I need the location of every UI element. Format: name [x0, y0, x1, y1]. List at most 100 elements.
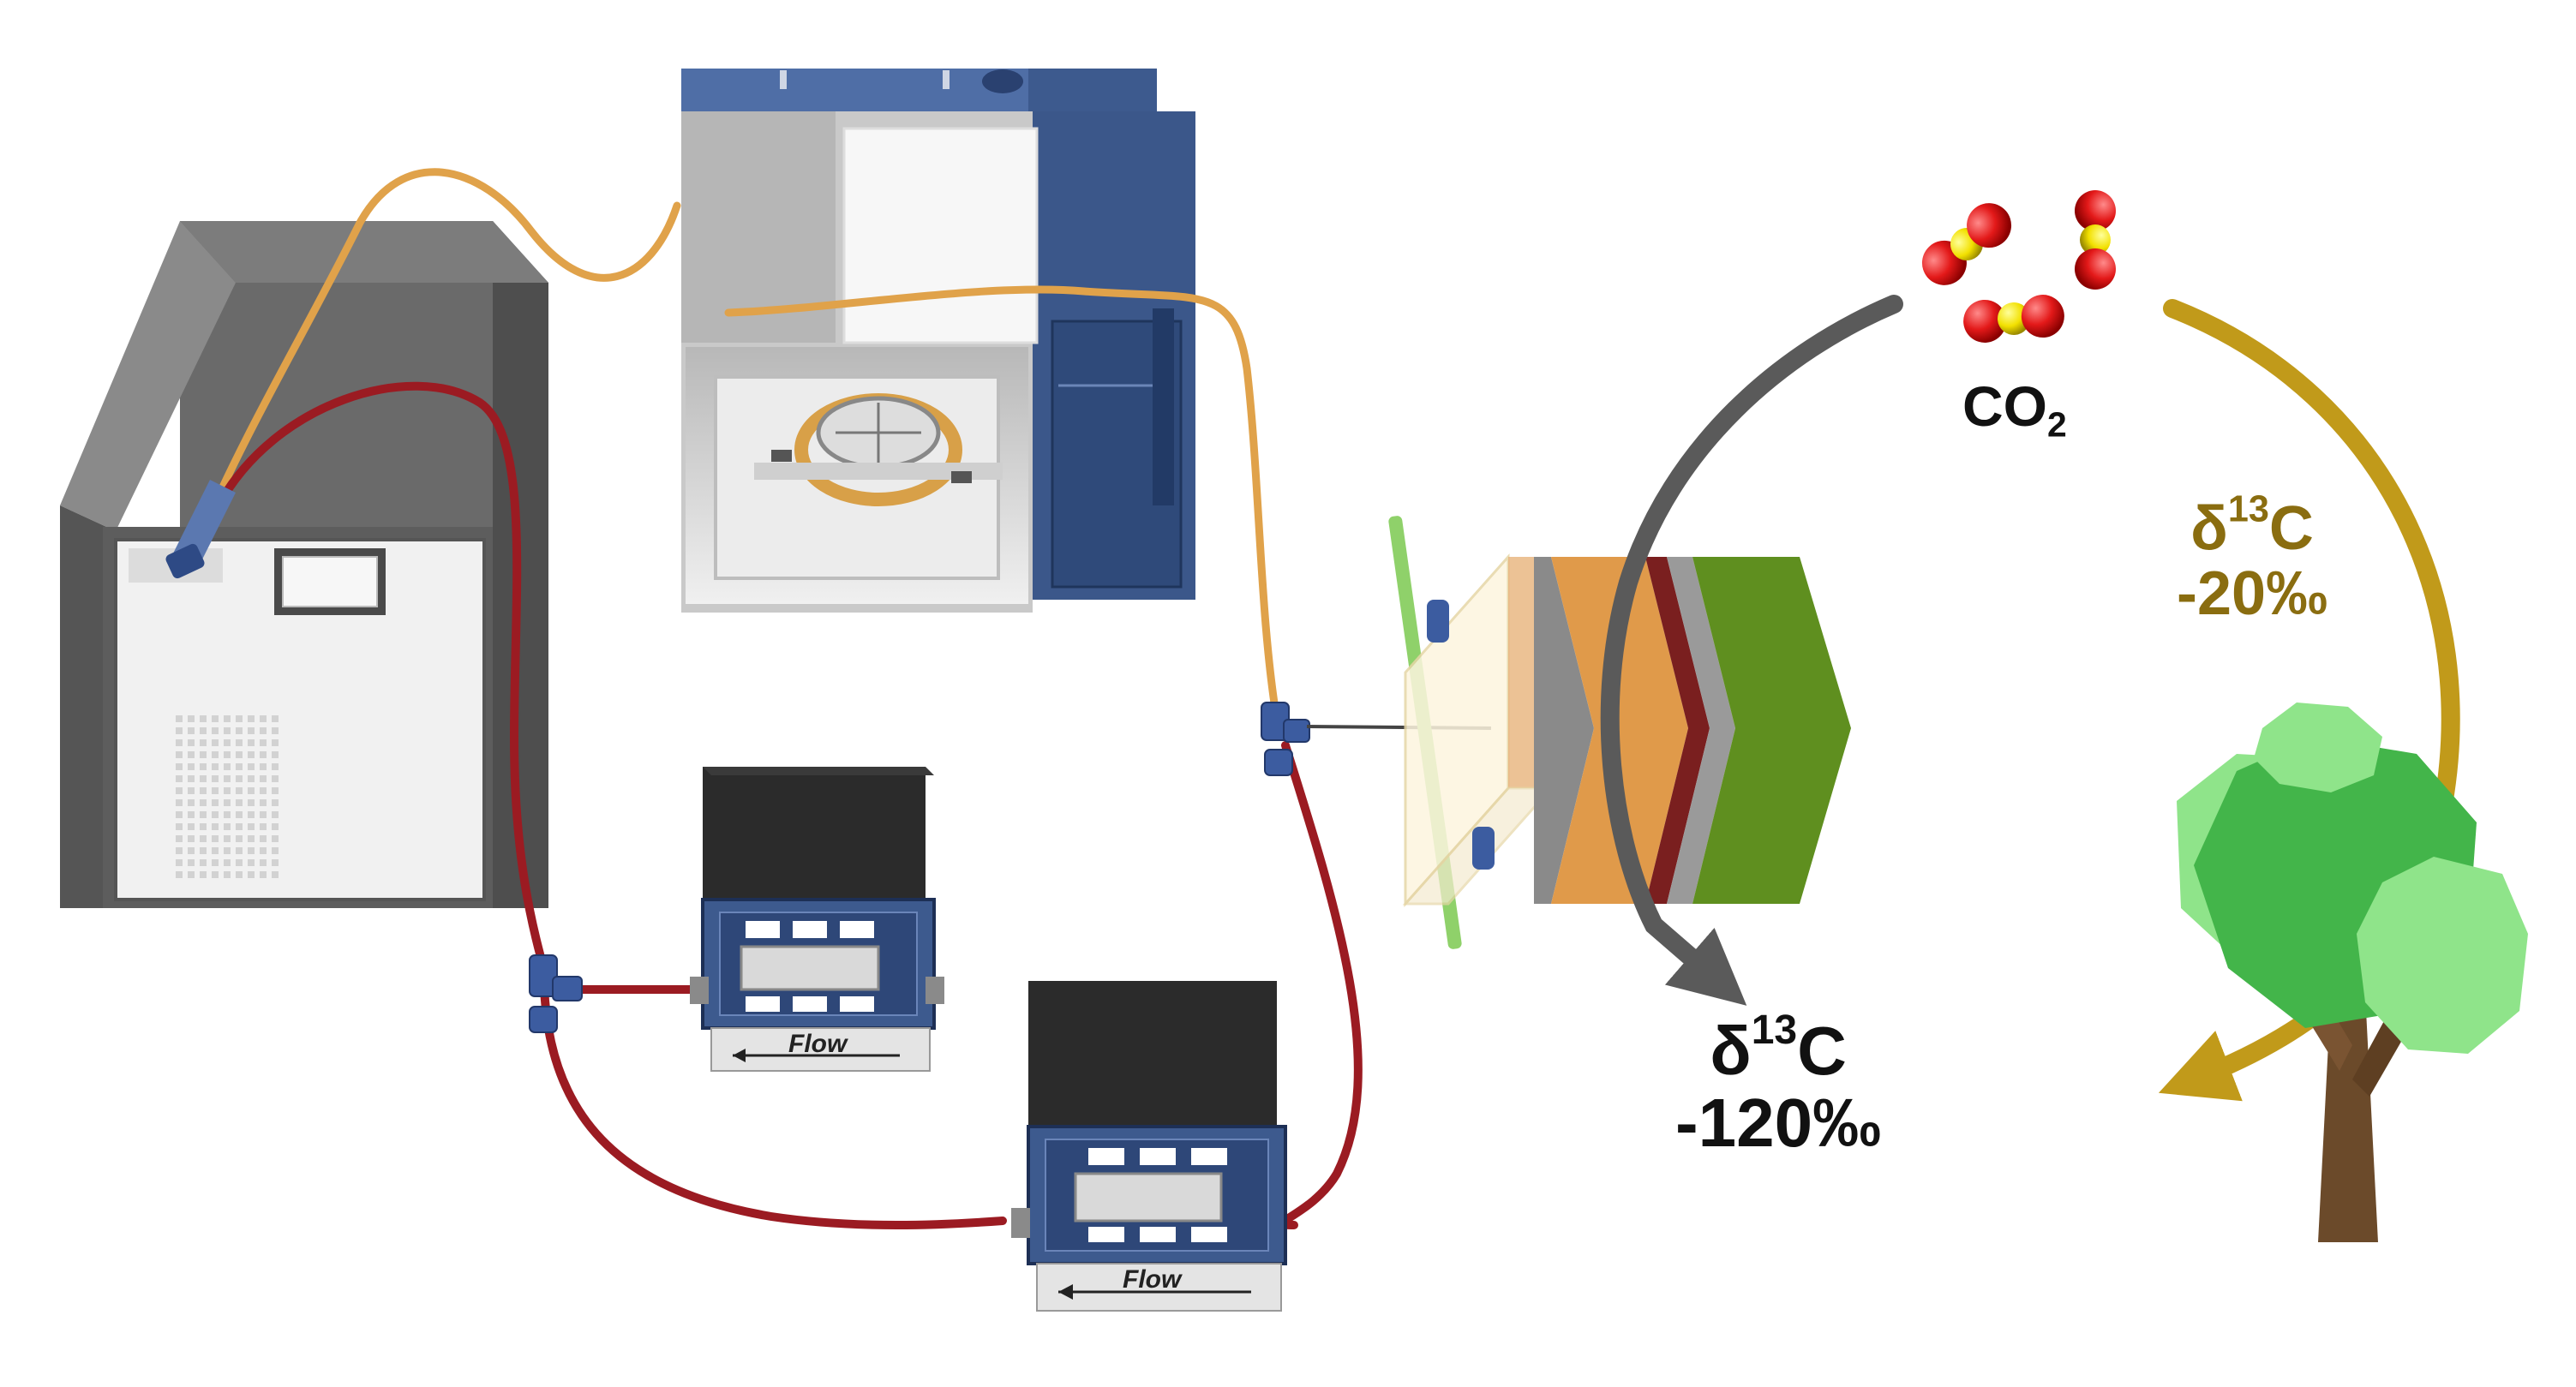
vent-slot [236, 859, 243, 866]
vent-slot [224, 847, 231, 854]
vent-slot [224, 775, 231, 782]
vent-slot [212, 847, 219, 854]
mass-flow-controller-1: Flow [690, 767, 944, 1072]
red-gas-line [214, 381, 1363, 1229]
vent-slot [176, 847, 183, 854]
vent-slot [248, 763, 255, 770]
vent-slot [236, 751, 243, 758]
vent-slot [272, 751, 279, 758]
vent-slot [224, 739, 231, 746]
vent-slot [212, 799, 219, 806]
vent-slot [236, 715, 243, 722]
vent-slot [188, 739, 195, 746]
vent-slot [248, 715, 255, 722]
vent-slot [200, 787, 207, 794]
vent-slot [188, 799, 195, 806]
vent-slot [260, 823, 267, 830]
vent-slot [188, 727, 195, 734]
isotope-mass: 13 [2227, 488, 2269, 530]
pipe-fitting [529, 702, 1310, 1033]
vent-slot [176, 871, 183, 878]
vent-slot [272, 871, 279, 878]
vent-slot [224, 811, 231, 818]
vent-slot [176, 715, 183, 722]
vent-slot [200, 859, 207, 866]
co2-formula: CO [1962, 374, 2047, 438]
vent-slot [272, 811, 279, 818]
vent-slot [200, 715, 207, 722]
vent-slot [200, 775, 207, 782]
vent-slot [224, 859, 231, 866]
flow-label-2: Flow [1123, 1265, 1183, 1294]
vent-slot [248, 847, 255, 854]
vent-slot [176, 775, 183, 782]
product-isotope-label: δ13C -120‰ [1675, 1010, 1881, 1159]
vent-slot [176, 835, 183, 842]
vent-slot [212, 727, 219, 734]
tree-isotope-label: δ13C -20‰ [2177, 491, 2328, 628]
vent-slot [212, 775, 219, 782]
vent-slot [212, 811, 219, 818]
chiller-hose-connector [165, 480, 236, 579]
vent-slot [248, 811, 255, 818]
vent-slot [248, 859, 255, 866]
vent-slot [200, 823, 207, 830]
vent-slot [236, 727, 243, 734]
vent-slot [224, 715, 231, 722]
tree-delta-value: -20‰ [2177, 559, 2328, 628]
vent-slot [200, 751, 207, 758]
vent-slot [272, 727, 279, 734]
vent-slot [260, 835, 267, 842]
vent-slot [272, 859, 279, 866]
vent-slot [236, 871, 243, 878]
vent-slot [260, 727, 267, 734]
vent-slot [248, 775, 255, 782]
vent-slot [176, 739, 183, 746]
vent-slot [260, 859, 267, 866]
vent-slot [260, 775, 267, 782]
vent-slot [224, 751, 231, 758]
orange-gas-line [210, 168, 1281, 724]
vent-slot [248, 823, 255, 830]
vent-slot [236, 811, 243, 818]
vent-slot [176, 727, 183, 734]
vent-slot [248, 727, 255, 734]
vent-slot [188, 775, 195, 782]
vent-slot [248, 799, 255, 806]
vent-slot [176, 799, 183, 806]
vent-grille [176, 715, 279, 878]
vent-slot [200, 871, 207, 878]
vent-slot [260, 715, 267, 722]
delta-symbol: δ [2190, 494, 2228, 563]
vent-slot [248, 739, 255, 746]
vent-slot [248, 835, 255, 842]
vent-slot [212, 763, 219, 770]
vent-slot [188, 859, 195, 866]
vent-slot [236, 775, 243, 782]
vent-slot [200, 763, 207, 770]
delta-symbol: δ [1710, 1013, 1752, 1089]
vent-slot [248, 871, 255, 878]
vent-slot [176, 751, 183, 758]
vent-slot [224, 787, 231, 794]
vent-slot [236, 739, 243, 746]
vent-slot [260, 811, 267, 818]
vent-slot [188, 763, 195, 770]
vent-slot [188, 787, 195, 794]
vent-slot [236, 835, 243, 842]
vent-slot [212, 715, 219, 722]
gray-cycle-arrow [1600, 295, 1903, 1006]
vent-slot [176, 763, 183, 770]
vent-slot [272, 799, 279, 806]
flow-label-1: Flow [788, 1030, 848, 1058]
vent-slot [272, 763, 279, 770]
vent-slot [212, 859, 219, 866]
vent-slot [176, 823, 183, 830]
vent-slot [200, 739, 207, 746]
vent-slot [188, 835, 195, 842]
vent-slot [188, 871, 195, 878]
vent-slot [200, 799, 207, 806]
vent-slot [188, 715, 195, 722]
vent-slot [176, 859, 183, 866]
